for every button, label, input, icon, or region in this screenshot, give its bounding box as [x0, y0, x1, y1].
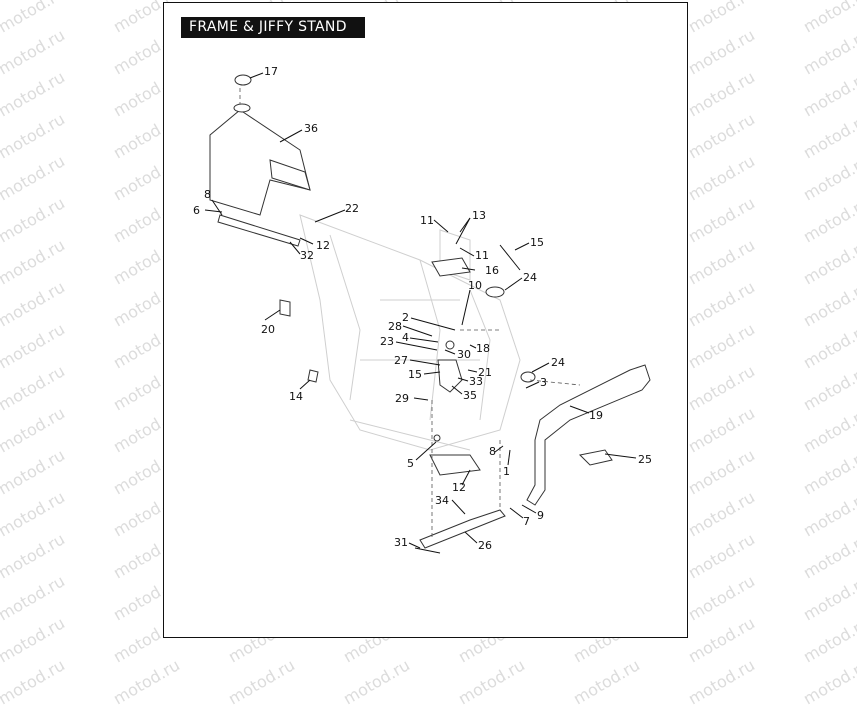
watermark-text: motod.ru	[0, 655, 69, 708]
part-22-bracket	[217, 214, 301, 247]
callout-20: 20	[261, 323, 275, 336]
callout-1: 1	[503, 465, 510, 478]
callout-19: 19	[589, 409, 603, 422]
part-31-pin	[414, 547, 441, 554]
callout-15-b: 15	[408, 368, 422, 381]
callout-7: 7	[523, 515, 530, 528]
callout-25: 25	[638, 453, 652, 466]
callout-22: 22	[345, 202, 359, 215]
callout-15: 15	[530, 236, 544, 249]
motorcycle-frame-outline	[299, 214, 521, 451]
callout-16: 16	[485, 264, 499, 277]
callout-8: 8	[204, 188, 211, 201]
part-14-clip	[307, 369, 319, 383]
callout-14: 14	[289, 390, 303, 403]
callout-33: 33	[469, 375, 483, 388]
callout-4: 4	[402, 331, 409, 344]
part-20-plate	[279, 299, 291, 317]
callout-2: 2	[402, 311, 409, 324]
part-26-kickstand	[419, 509, 506, 549]
callout-9: 9	[537, 509, 544, 522]
callout-17: 17	[264, 65, 278, 78]
part-24-bushing-top	[485, 286, 505, 298]
callout-35: 35	[463, 389, 477, 402]
assembly-lines	[239, 88, 581, 540]
callout-3: 3	[540, 376, 547, 389]
callout-26: 26	[478, 539, 492, 552]
part-16-bracket	[431, 257, 471, 277]
part-15-bolt	[499, 244, 521, 271]
exploded-parts-diagram: 17 36 8 6 22 12 32 11 13 11 15 16 24 20 …	[193, 65, 652, 554]
callout-12-b: 12	[452, 481, 466, 494]
part-24-bushing-lower	[520, 371, 536, 383]
callout-28: 28	[388, 320, 402, 333]
callout-27: 27	[394, 354, 408, 367]
callout-30: 30	[457, 348, 471, 361]
callout-24: 24	[523, 271, 537, 284]
callout-21: 21	[478, 366, 492, 379]
diagram-title: FRAME & JIFFY STAND	[181, 17, 365, 38]
callout-31: 31	[394, 536, 408, 549]
part-36-cover	[209, 103, 311, 216]
part-17-grommet	[234, 74, 252, 86]
callout-13: 13	[472, 209, 486, 222]
callout-12: 12	[316, 239, 330, 252]
callout-29: 29	[395, 392, 409, 405]
callout-11: 11	[420, 214, 434, 227]
callout-labels: 17 36 8 6 22 12 32 11 13 11 15 16 24 20 …	[193, 65, 652, 552]
callout-5: 5	[407, 457, 414, 470]
callout-34: 34	[435, 494, 449, 507]
callout-6: 6	[193, 204, 200, 217]
callout-18: 18	[476, 342, 490, 355]
callout-32: 32	[300, 249, 314, 262]
stand-mechanism	[429, 340, 481, 476]
callout-8-b: 8	[489, 445, 496, 458]
callout-10: 10	[468, 279, 482, 292]
callout-11-b: 11	[475, 249, 489, 262]
callout-36: 36	[304, 122, 318, 135]
callout-23: 23	[380, 335, 394, 348]
leader-lines	[204, 72, 637, 549]
callout-24-b: 24	[551, 356, 565, 369]
part-19-25-stand	[526, 364, 651, 506]
